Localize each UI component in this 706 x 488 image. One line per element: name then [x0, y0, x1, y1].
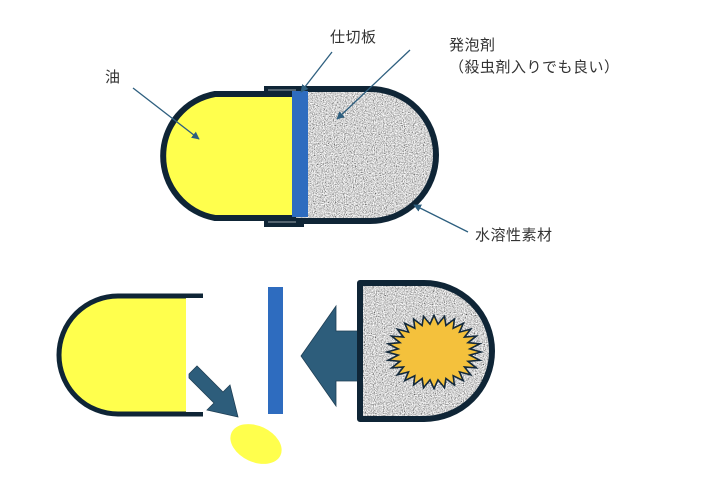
leader-oil: [132, 87, 200, 140]
leader-foaming-agent: [336, 49, 411, 120]
leader-partition: [300, 51, 333, 93]
label-oil: 油: [105, 68, 121, 86]
burst-star: [384, 313, 484, 391]
label-water-soluble-material: 水溶性素材: [475, 226, 553, 244]
label-foaming-agent: 発泡剤: [449, 36, 496, 54]
label-foaming-agent-note: （殺虫剤入りでも良い）: [449, 58, 620, 76]
leader-water-soluble: [413, 204, 469, 233]
foaming-half: [357, 280, 495, 422]
partition-plate-detached: [268, 287, 283, 414]
oil-half-open: [56, 293, 203, 417]
foaming-agent-compartment: [296, 86, 439, 224]
label-partition: 仕切板: [330, 28, 377, 46]
assembled-capsule: [160, 86, 439, 227]
oil-leak-arrow: [188, 365, 239, 418]
oil-droplet: [230, 424, 282, 464]
partition-plate: [292, 91, 308, 217]
oil-compartment: [160, 91, 300, 221]
